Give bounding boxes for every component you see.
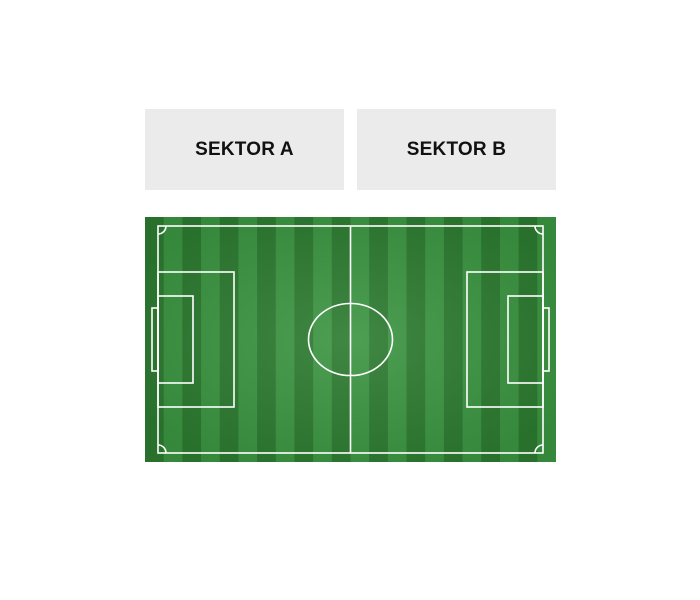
right-goal xyxy=(542,307,550,372)
center-circle xyxy=(307,302,394,377)
sector-a-label: SEKTOR A xyxy=(195,138,294,160)
sector-a-button[interactable]: SEKTOR A xyxy=(145,109,344,190)
corner-arc-bottom-right xyxy=(534,444,544,454)
football-pitch-icon xyxy=(145,217,556,462)
sector-b-button[interactable]: SEKTOR B xyxy=(357,109,556,190)
pitch-lines xyxy=(151,225,550,454)
sector-b-label: SEKTOR B xyxy=(406,138,507,160)
corner-arc-top-left xyxy=(157,225,167,235)
corner-arc-top-right xyxy=(534,225,544,235)
corner-arc-bottom-left xyxy=(157,444,167,454)
left-goal xyxy=(151,307,159,372)
